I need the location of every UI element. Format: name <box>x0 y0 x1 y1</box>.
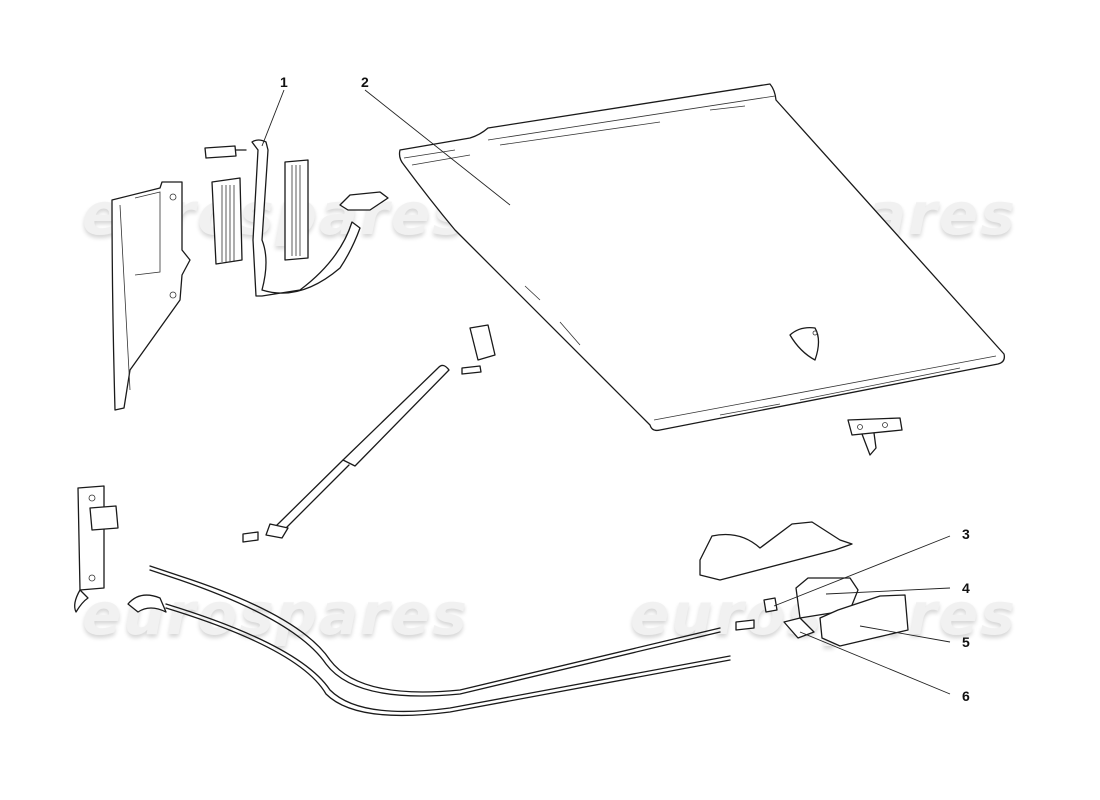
release-cable-drawing <box>74 485 755 717</box>
callout-5: 5 <box>962 634 970 650</box>
callout-2: 2 <box>361 74 369 90</box>
callout-6: 6 <box>962 688 970 704</box>
callout-1: 1 <box>280 74 288 90</box>
gas-strut-drawing <box>242 324 496 543</box>
hinge-drawing <box>204 139 389 297</box>
callout-3: 3 <box>962 526 970 542</box>
latch-assembly-drawing <box>699 521 909 647</box>
side-panel-drawing <box>111 181 191 411</box>
hood-panel-drawing <box>398 83 1006 456</box>
watermark-bottom-left: eurospares <box>82 580 469 648</box>
leader-lines <box>261 89 951 695</box>
callout-4: 4 <box>962 580 970 596</box>
